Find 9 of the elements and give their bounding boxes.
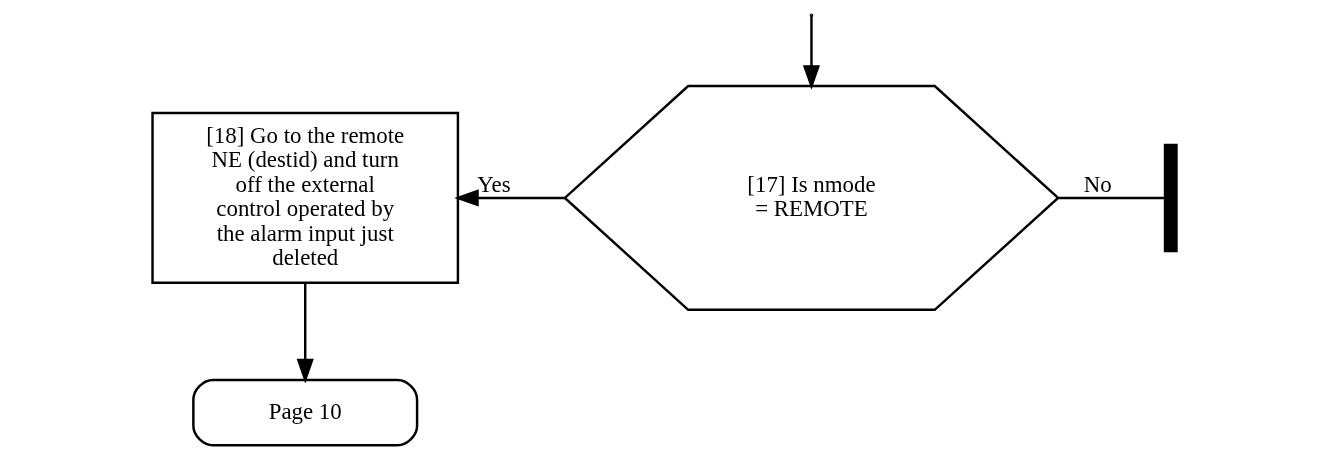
edge-label: No xyxy=(1083,171,1112,197)
connector xyxy=(1058,196,1165,200)
arrow xyxy=(296,283,314,384)
arrow xyxy=(454,189,565,207)
arrow xyxy=(802,15,821,90)
edge-label: Yes xyxy=(477,171,511,197)
node-box: Page 10 xyxy=(192,378,419,447)
node-bar xyxy=(1163,143,1178,253)
node-box: [18] Go to the remote NE (destid) and turn off the external control operated by the alarm input just deleted xyxy=(151,111,460,285)
